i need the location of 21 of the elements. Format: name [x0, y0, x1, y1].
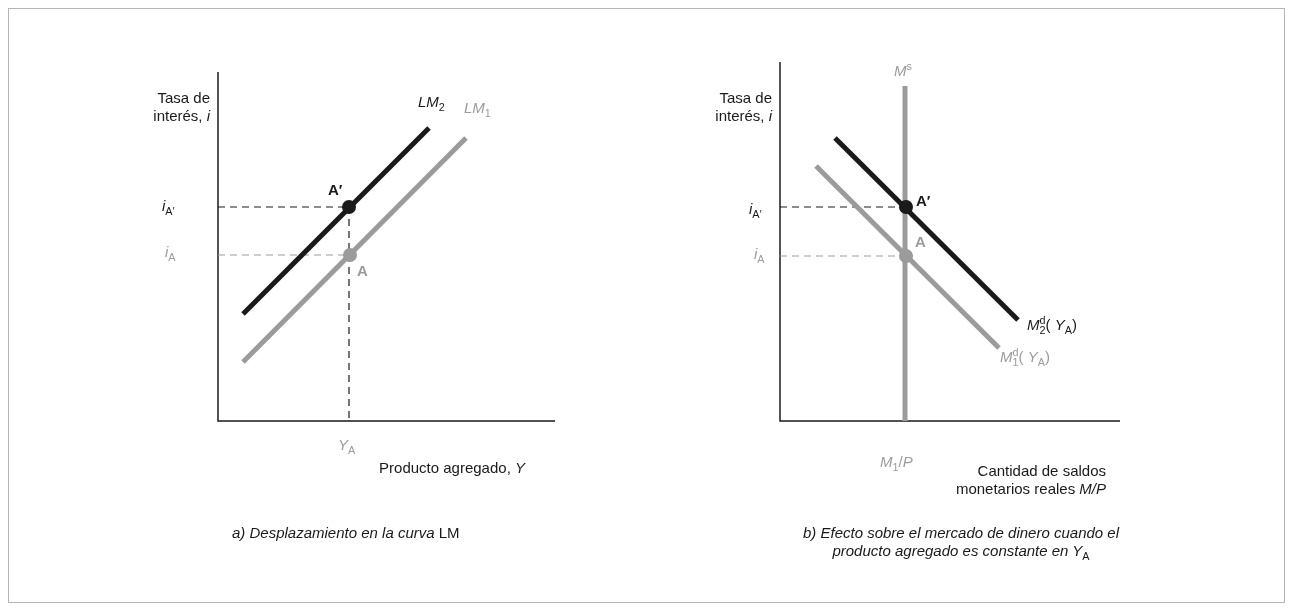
axis-label: LM$_{1}$: [464, 99, 491, 117]
axis-label: A′: [916, 192, 931, 210]
axis-label: M$^{d}$$_{1}$( Y$_{A}$): [1000, 348, 1050, 366]
axis-label: i$_{A}$: [754, 245, 765, 263]
axis-label: Tasa de interés, i: [152, 89, 210, 125]
axis-label: LM$_{2}$: [418, 93, 445, 111]
axis-label: i$_{A′}$: [162, 197, 175, 215]
axis-label: b) Efecto sobre el mercado de dinero cuando el producto agregado es constante en Y$_{A}$: [802, 524, 1121, 560]
axis-label: A: [915, 233, 926, 251]
axis-label: M$^{d}$$_{2}$( Y$_{A}$): [1027, 316, 1077, 334]
axis-label: M$^{s}$: [894, 62, 912, 80]
axis-label: i$_{A}$: [165, 243, 176, 261]
axis-label: Tasa de interés, i: [714, 89, 772, 125]
axis-label: A: [357, 262, 368, 280]
axis-label: M$_{1}$/P: [880, 453, 913, 471]
axis-label: a) Desplazamiento en la curva LM: [232, 524, 460, 542]
axis-label: Y$_{A}$: [338, 436, 356, 454]
axis-label: Cantidad de saldos monetarios reales M/P: [954, 462, 1106, 498]
axis-label: A′: [328, 181, 343, 199]
axis-label: i$_{A′}$: [749, 200, 762, 218]
axis-label: Producto agregado, Y: [378, 459, 525, 477]
